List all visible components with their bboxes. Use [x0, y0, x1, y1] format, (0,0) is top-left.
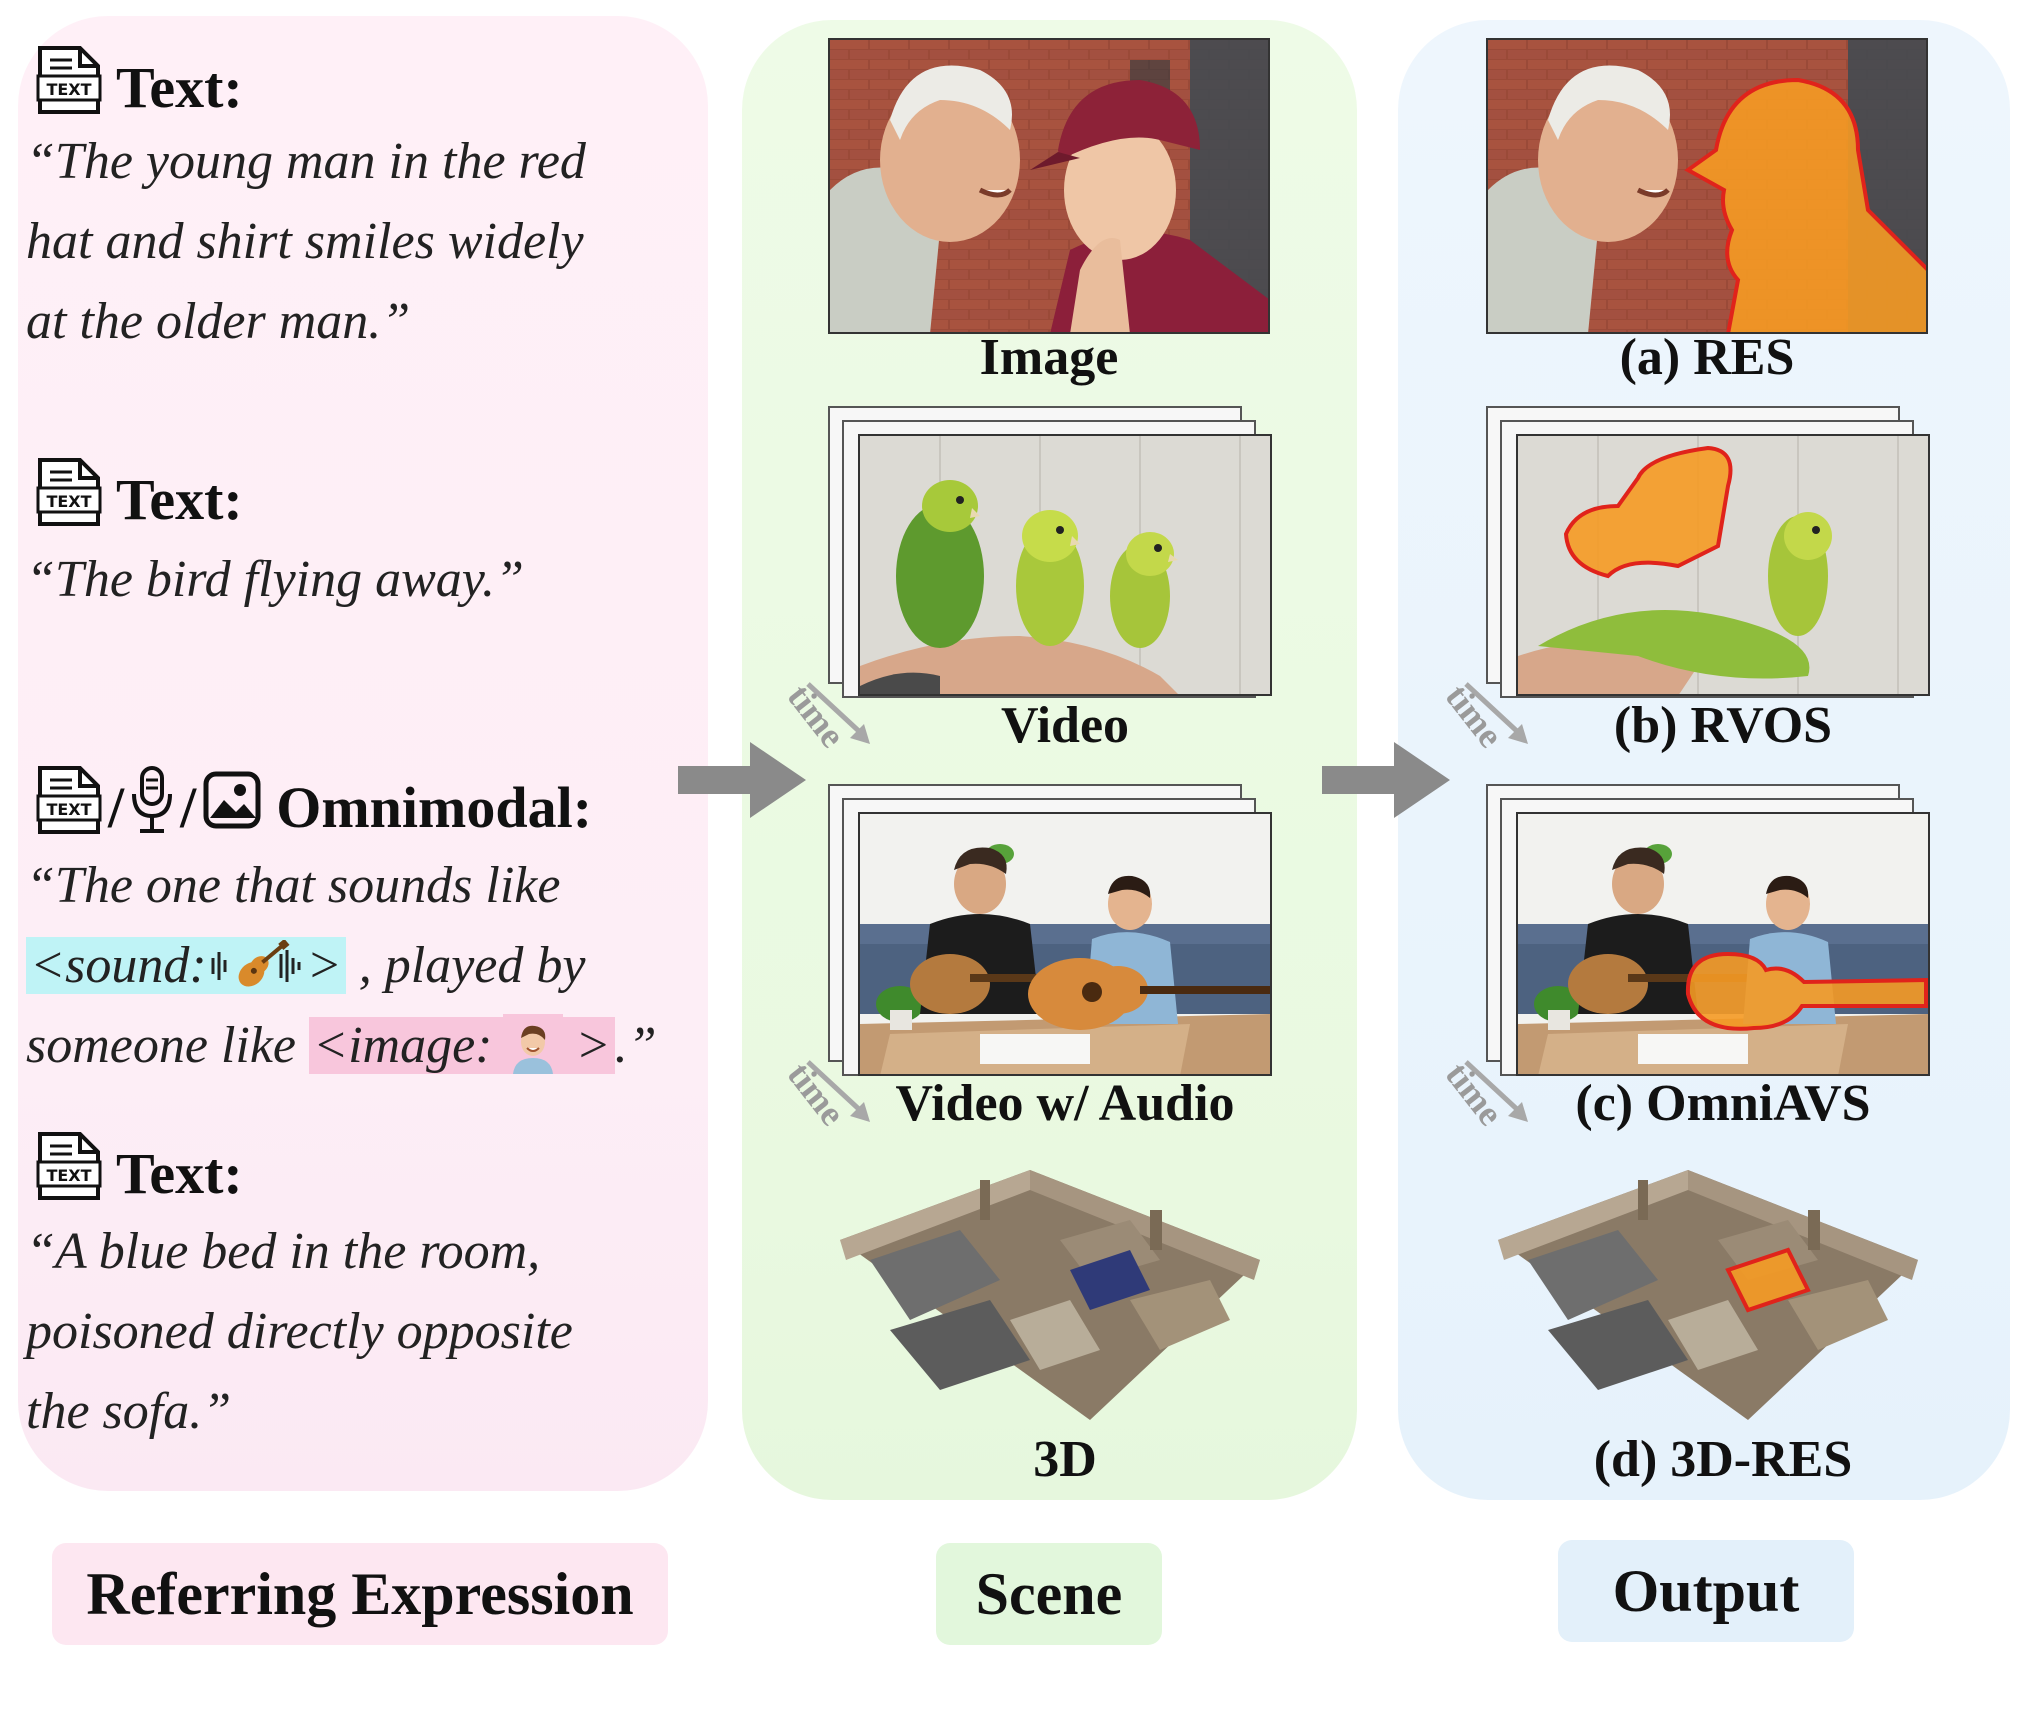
column-label-referring-expression: Referring Expression: [52, 1543, 668, 1645]
output-caption-rvos: (b) RVOS: [1613, 697, 1833, 754]
scene-image-two-men: [830, 40, 1268, 332]
expression-4-title: Text:: [116, 1140, 243, 1206]
expression-3-quote: “The one that sounds like <sound: > , pl…: [26, 857, 657, 1074]
separator: /: [108, 774, 125, 840]
referring-expression-panel: [18, 16, 708, 1491]
time-arrow-icon: [806, 1060, 870, 1122]
expression-3-title: Omnimodal:: [276, 774, 593, 840]
column-label-scene: Scene: [936, 1543, 1162, 1645]
svg-text:TEXT: TEXT: [46, 1166, 91, 1185]
output-3d-res-room: [1498, 1170, 1918, 1420]
output-omniavs-masked-guitar: [1518, 814, 1928, 1074]
sound-wave-guitar-icon: [211, 938, 301, 987]
expression-1-header: TEXT Text:: [36, 46, 243, 124]
output-res-masked-image: [1488, 40, 1926, 332]
time-arrow-icon: [806, 682, 870, 744]
expression-3-header: TEXT / / Omnimodal:: [36, 766, 593, 844]
svg-text:TEXT: TEXT: [46, 80, 91, 99]
scene-audio-video-frame: [858, 812, 1272, 1076]
expression-1-quote: “The young man in the red hat and shirt …: [26, 133, 586, 350]
scene-caption-3d: 3D: [1033, 1431, 1097, 1488]
output-rvos-masked-bird: [1518, 436, 1928, 694]
boy-portrait-icon: [502, 1014, 563, 1074]
scene-video-budgies: [860, 436, 1270, 694]
scene-video-frame: [858, 434, 1272, 696]
expression-4-quote: “A blue bed in the room, poisoned direct…: [26, 1223, 573, 1440]
output-caption-3d-res: (d) 3D-RES: [1593, 1431, 1853, 1488]
microphone-icon: [130, 764, 174, 850]
text-doc-icon: TEXT: [36, 764, 102, 850]
expression-2-quote: “The bird flying away.”: [26, 551, 524, 608]
expression-2-title: Text:: [116, 466, 243, 532]
image-token: <image: >: [309, 1014, 615, 1074]
svg-text:TEXT: TEXT: [46, 492, 91, 511]
output-rvos-frame: [1516, 434, 1930, 696]
time-arrow-icon: [1464, 1060, 1528, 1122]
text-doc-icon: TEXT: [36, 44, 102, 130]
right-arrow-icon: [1322, 742, 1450, 818]
expression-1-title: Text:: [116, 54, 243, 120]
expression-2-header: TEXT Text:: [36, 458, 243, 536]
scene-caption-video: Video: [1000, 697, 1130, 754]
scene-video-guitarists: [860, 814, 1270, 1074]
output-omniavs-frame: [1516, 812, 1930, 1076]
scene-3d-room: [840, 1170, 1260, 1420]
right-arrow-icon: [678, 742, 806, 818]
sound-token: <sound: >: [26, 937, 346, 994]
scene-caption-image: Image: [979, 329, 1119, 386]
column-label-output: Output: [1558, 1540, 1854, 1642]
output-caption-omniavs: (c) OmniAVS: [1575, 1075, 1871, 1132]
expression-4-header: TEXT Text:: [36, 1132, 243, 1210]
time-arrow-icon: [1464, 682, 1528, 744]
image-icon: [202, 770, 262, 844]
scene-image-frame: [828, 38, 1270, 334]
text-doc-icon: TEXT: [36, 1130, 102, 1216]
output-caption-res: (a) RES: [1619, 329, 1795, 386]
scene-caption-video-audio: Video w/ Audio: [895, 1075, 1235, 1132]
output-res-frame: [1486, 38, 1928, 334]
text-doc-icon: TEXT: [36, 456, 102, 542]
svg-text:TEXT: TEXT: [46, 800, 91, 819]
separator: /: [180, 774, 197, 840]
